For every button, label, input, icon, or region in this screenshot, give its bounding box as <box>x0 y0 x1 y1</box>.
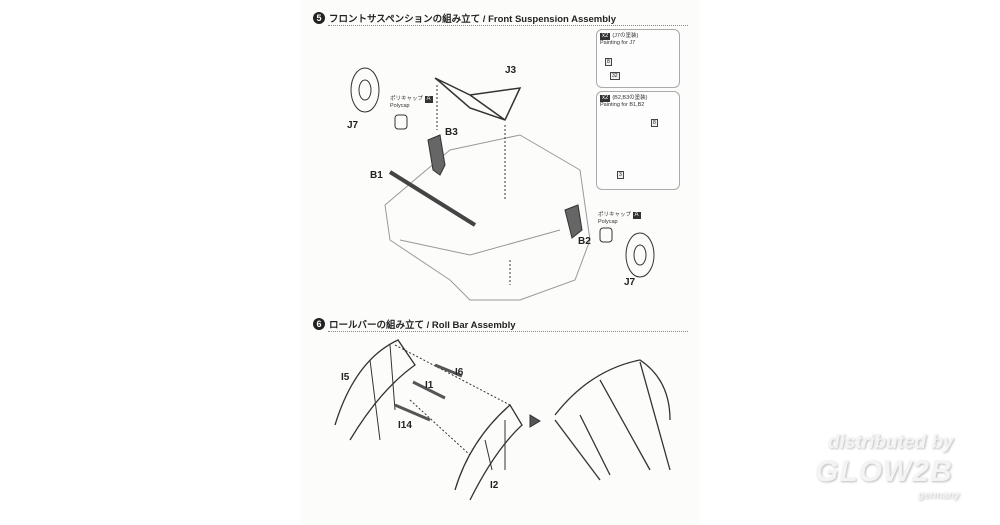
part-tag-a: A <box>424 96 433 103</box>
step-number: 6 <box>313 318 325 330</box>
paint-code: 3 <box>617 171 624 179</box>
paint-box-title: (J7の塗装) <box>612 33 639 39</box>
part-label-b2: B2 <box>578 236 591 247</box>
step-5-heading: 5 フロントサスペンションの組み立て / Front Suspension As… <box>313 11 616 25</box>
part-label-j7-left: J7 <box>347 120 359 131</box>
paint-box-b2-b3: x2(B2,B3の塗装)Painting for B1,B2 8 3 <box>596 91 680 190</box>
quantity-tag: x2 <box>600 33 611 40</box>
paint-code: 8 <box>651 119 658 127</box>
watermark-logo: GLOW2B <box>815 455 953 488</box>
polycap-jp: ポリキャップ <box>598 212 632 218</box>
part-label-i6: I6 <box>455 367 464 378</box>
part-label-i14: I14 <box>398 420 412 431</box>
watermark-line-1: distributed by <box>828 432 954 453</box>
part-label-i2: I2 <box>490 480 499 491</box>
watermark-line-3: germany <box>918 490 960 501</box>
divider <box>328 25 688 26</box>
part-label-b1: B1 <box>370 170 383 181</box>
paint-box-title: (B2,B3の塗装) <box>612 95 648 101</box>
polycap-jp: ポリキャップ <box>390 96 424 102</box>
polycap-label-right: ポリキャップ A Polycap <box>598 212 643 226</box>
polycap-label-left: ポリキャップ A Polycap <box>390 96 435 110</box>
step-title: ロールバーの組み立て / Roll Bar Assembly <box>329 320 516 331</box>
part-tag-a: A <box>632 212 641 219</box>
part-label-j7-right: J7 <box>624 277 636 288</box>
step-number: 5 <box>313 12 325 24</box>
polycap-en: Polycap <box>598 219 618 225</box>
paint-code: 8 <box>605 58 612 66</box>
paint-code: 32 <box>610 72 620 80</box>
part-label-j3: J3 <box>505 65 517 76</box>
divider <box>328 331 688 332</box>
paint-box-subtitle: Painting for J7 <box>600 40 636 46</box>
part-label-i5: I5 <box>341 372 350 383</box>
paint-box-j7: x2(J7の塗装)Painting for J7 8 32 <box>596 29 680 88</box>
part-label-i1: I1 <box>425 380 434 391</box>
quantity-tag: x2 <box>600 95 611 102</box>
step-6-heading: 6 ロールバーの組み立て / Roll Bar Assembly <box>313 317 516 331</box>
polycap-en: Polycap <box>390 103 410 109</box>
paint-box-subtitle: Painting for B1,B2 <box>600 102 645 108</box>
step-title: フロントサスペンションの組み立て / Front Suspension Asse… <box>329 14 616 25</box>
part-label-b3: B3 <box>445 127 458 138</box>
